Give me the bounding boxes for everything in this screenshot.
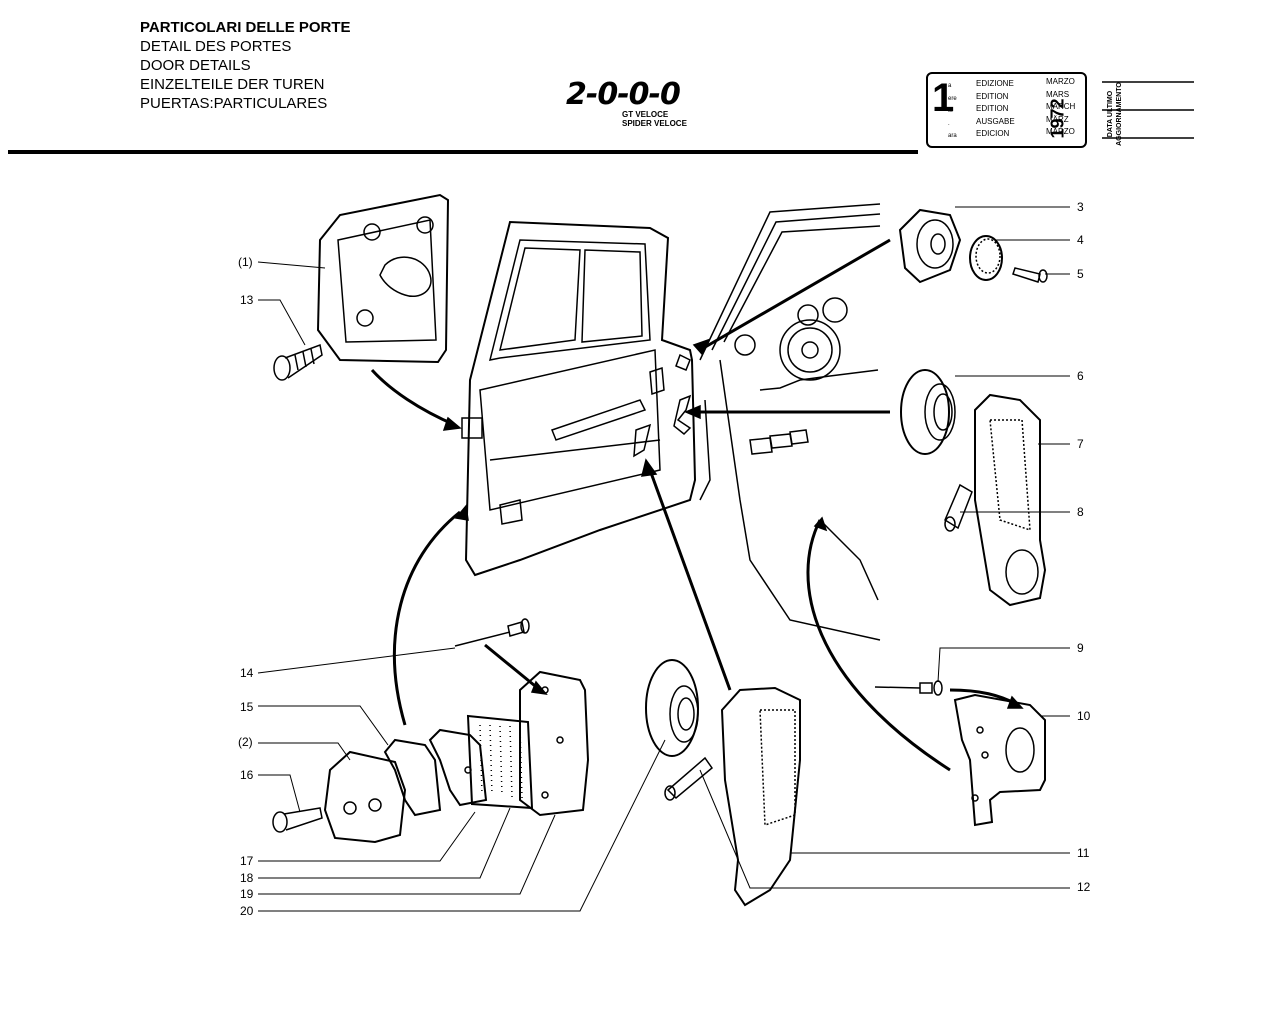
title-french: DETAIL DES PORTES [140,38,292,55]
part-20-drawing [645,659,699,757]
callout-8: 8 [1077,505,1084,519]
part-2-drawing [323,750,407,844]
edition-month: MARZO [1046,77,1075,86]
part-15-drawing [383,738,442,817]
edition-word: AUSGABE [976,116,1015,126]
leader-arrow [806,519,951,772]
callout-17: 17 [240,854,254,868]
suffix: . [948,120,950,127]
part-8-drawing [944,483,973,532]
part-5-drawing [1012,267,1048,283]
model-logo: 2-0-0-0 GT VELOCE SPIDER VELOCE [566,80,706,130]
part-14-drawing [454,618,530,647]
leader-arrowhead [813,516,828,532]
leader-arrowhead [641,458,658,477]
callout-15: 15 [240,700,254,714]
header-rule [8,150,918,154]
car-body-drawing [673,203,881,641]
edition-suffixes: a ere st . ara [948,80,957,143]
title-italian: PARTICOLARI DELLE PORTE [140,19,351,36]
part-18-drawing [466,714,534,810]
callout-11: 11 [1077,846,1090,860]
leader-arrowhead [684,404,701,420]
logo-main: 2-0-0-0 [566,77,681,112]
part-13-drawing [273,343,323,381]
part-10-drawing [953,693,1046,827]
logo-sub-gt: GT VELOCE [622,110,669,119]
edition-word: EDIZIONE [976,79,1014,88]
logo-sub-spider: SPIDER VELOCE [622,119,687,128]
door-drawing [461,220,697,577]
part-17-drawing [428,728,488,807]
callout-10: 10 [1077,709,1091,723]
callout-1: (1) [238,255,253,269]
page-titles: PARTICOLARI DELLE PORTE DETAIL DES PORTE… [140,18,351,113]
edition-number: 1 [932,76,955,120]
part-4-drawing [969,235,1003,281]
callout-6: 6 [1077,369,1084,383]
callout-14: 14 [240,666,254,680]
callout-7: 7 [1077,437,1084,451]
callout-4: 4 [1077,233,1084,247]
leader-arrow [699,238,891,352]
leader-arrowhead [454,504,469,521]
leader-arrow [648,469,732,691]
edition-months: MARZO MARS MARCH MÄRZ MARZO [1046,76,1075,139]
callout-leaders [257,206,1070,912]
callout-3: 3 [1077,200,1084,214]
edition-month: MARCH [1046,102,1076,111]
edition-word: EDICION [976,129,1010,138]
callout-9: 9 [1077,641,1084,655]
leader-arrowhead [442,416,462,431]
callout-2: (2) [238,735,253,749]
callout-19: 19 [240,887,254,901]
callout-20: 20 [240,904,254,918]
title-english: DOOR DETAILS [140,57,251,74]
callout-12: 12 [1077,880,1091,894]
callout-18: 18 [240,871,254,885]
part-11-drawing [720,686,801,907]
title-spanish: PUERTAS:PARTICULARES [140,95,328,112]
suffix: st [948,108,953,114]
logo-subtitle: GT VELOCE SPIDER VELOCE [622,110,687,128]
edition-month: MARS [1046,89,1070,99]
callout-16: 16 [240,768,254,782]
edition-box: 1 a ere st . ara EDIZIONE EDITION EDITIO… [926,72,1087,148]
edition-words: EDIZIONE EDITION EDITION AUSGABE EDICION [976,78,1015,141]
part-12-drawing [664,756,714,801]
part-3-drawing [898,208,962,284]
edition-word: EDITION [976,91,1009,101]
part-6-drawing [900,369,956,455]
callout-5: 5 [1077,267,1084,281]
title-german: EINZELTEILE DER TUREN [140,76,325,93]
leader-arrowhead [692,338,710,356]
part-7-drawing [974,393,1047,607]
edition-month: MÄRZ [1046,114,1069,124]
suffix: ara [948,133,957,139]
suffix: ere [948,95,957,102]
part-16-drawing [272,807,323,833]
leader-arrow [393,510,461,726]
suffix: a [948,83,952,89]
part-19-drawing [519,670,590,817]
leader-arrow [370,368,456,427]
leader-arrow [484,643,541,692]
leader-arrowhead [1006,695,1024,709]
edition-word: EDITION [976,104,1009,113]
part-1-drawing [316,193,450,364]
callout-13: 13 [240,293,254,307]
part-9-drawing [874,680,943,696]
edition-month: MARZO [1046,127,1075,136]
